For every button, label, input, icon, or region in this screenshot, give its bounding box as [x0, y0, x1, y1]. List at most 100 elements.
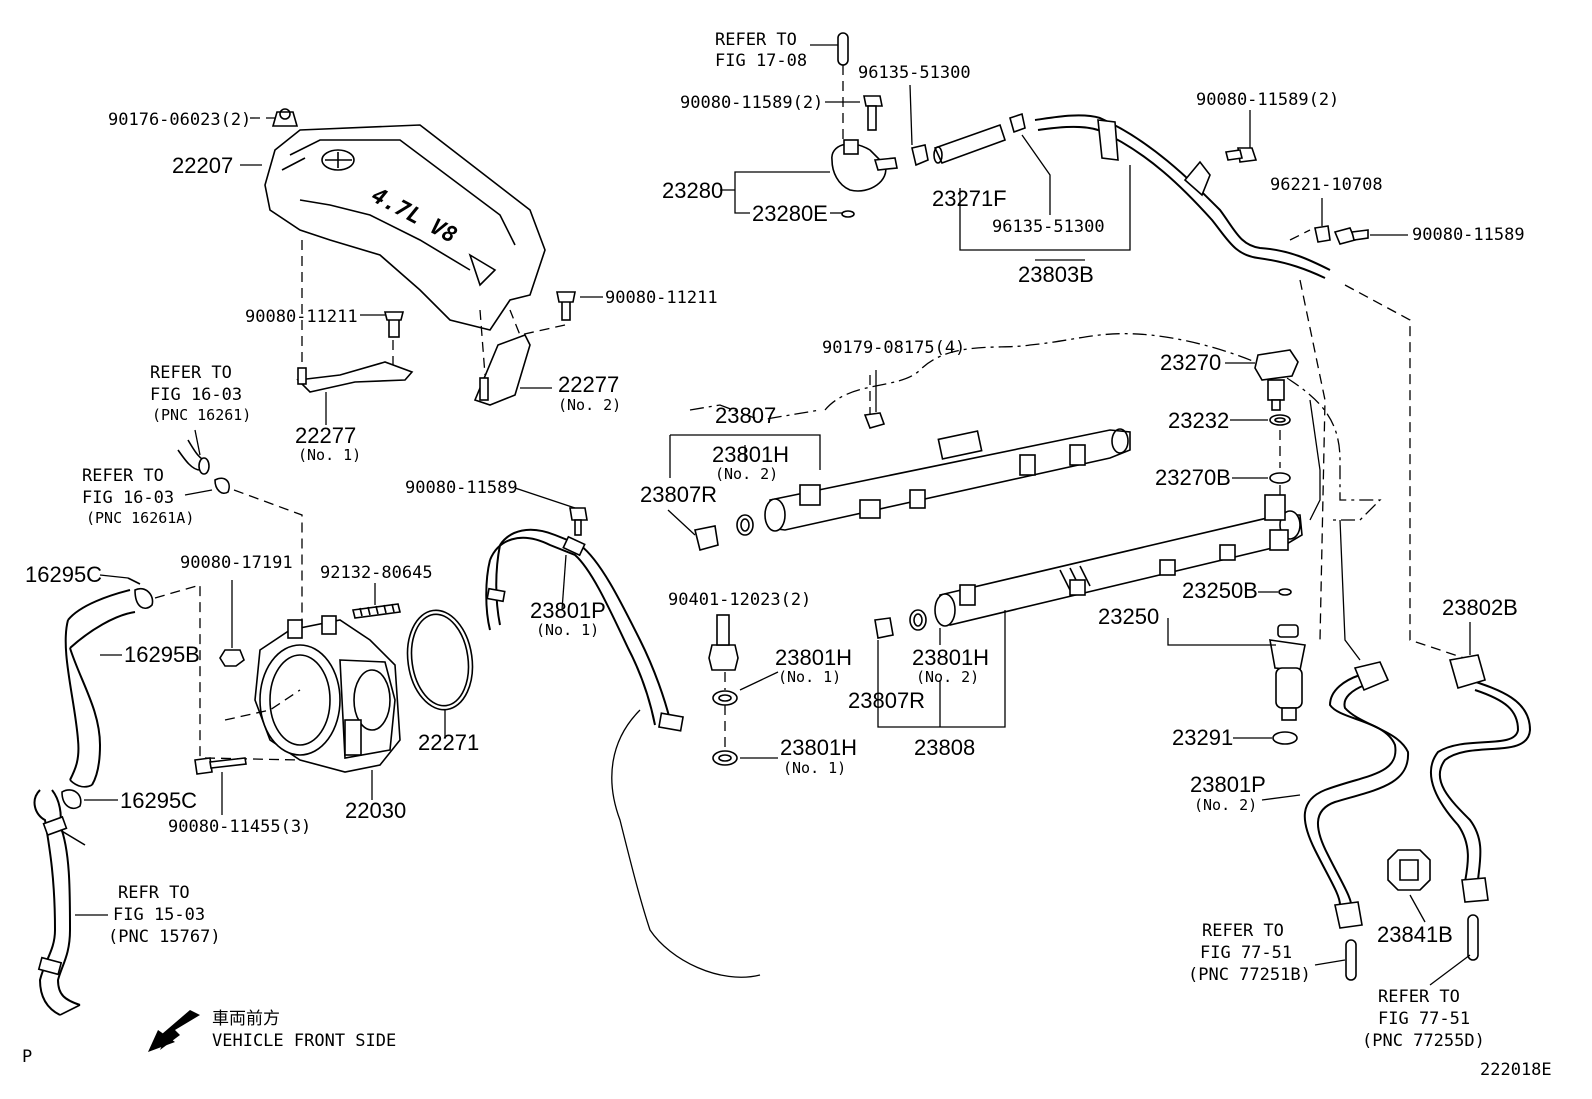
label-23808: 23808: [914, 735, 975, 760]
refer-77-51-b-line3: (PNC 77255D): [1362, 1031, 1485, 1051]
bolt-90080-11589-c-icon: [1333, 227, 1369, 245]
label-90080-11211-a: 90080-11211: [245, 307, 358, 327]
oring-23801H-a: [736, 514, 754, 536]
front-label-jp: 車両前方: [212, 1009, 280, 1029]
label-23801P-no2: 23801P: [1190, 772, 1266, 797]
label-22277-no1: 22277: [295, 423, 356, 448]
pipe-23801P-no1: [485, 528, 684, 732]
refer-16-03-b-line2: FIG 16-03: [82, 488, 174, 508]
pipe-77251B-icon: [1345, 939, 1357, 981]
bolt-90080-11589-d-icon: [569, 507, 588, 536]
label-90080-11589-c: 90080-11589: [1412, 225, 1525, 245]
refr-15-03-line3: (PNC 15767): [108, 927, 221, 947]
refer-17-08-line1: REFER TO: [715, 30, 797, 50]
hose-23271F: [933, 123, 1007, 165]
refr-15-03-line1: REFR TO: [118, 883, 190, 903]
diagram-id: 222018E: [1480, 1060, 1552, 1080]
label-23270B: 23270B: [1155, 465, 1231, 490]
hose-15767: [33, 789, 86, 1016]
bracket-22277-no1: [296, 311, 414, 393]
label-23801H-b-sub: (No. 1): [778, 668, 841, 686]
label-23280E: 23280E: [752, 201, 828, 226]
label-23232: 23232: [1168, 408, 1229, 433]
refer-17-08-line2: FIG 17-08: [715, 51, 807, 71]
label-23807: 23807: [715, 403, 776, 428]
label-22271: 22271: [418, 730, 479, 755]
label-23801P-no1-sub: (No. 1): [536, 621, 599, 639]
stud-92132-icon: [352, 603, 401, 619]
label-23291: 23291: [1172, 725, 1233, 750]
label-23801P-no1: 23801P: [530, 598, 606, 623]
pipe-23803B: [1034, 114, 1331, 279]
pipe-17-08-icon: [837, 32, 849, 66]
refer-16-03-a-line3: (PNC 16261): [152, 406, 251, 424]
refer-16-03-b-line3: (PNC 16261A): [86, 509, 194, 527]
gasket-23801H-c: [712, 750, 738, 766]
label-23801H-a-sub: (No. 2): [715, 465, 778, 483]
refer-77-51-a-line2: FIG 77-51: [1200, 943, 1292, 963]
bolt-90080-11589-top-icon: [863, 95, 883, 131]
label-23802B: 23802B: [1442, 595, 1518, 620]
label-22207: 22207: [172, 153, 233, 178]
label-96221: 96221-10708: [1270, 175, 1383, 195]
clip-96221-icon: [1314, 225, 1331, 243]
fuel-rail-23808: [934, 494, 1303, 627]
refer-77-51-b-line2: FIG 77-51: [1378, 1009, 1470, 1029]
hose-16295B: [64, 589, 136, 788]
refer-16-03-a-line1: REFER TO: [150, 363, 232, 383]
oring-23801H-d: [909, 609, 927, 631]
label-23801H-a: 23801H: [712, 442, 789, 467]
label-22030: 22030: [345, 798, 406, 823]
clip-96135-a: [911, 144, 929, 167]
gasket-22271: [406, 609, 474, 711]
oring-23270B: [1269, 472, 1291, 484]
label-90080-11589-a: 90080-11589(2): [680, 93, 823, 113]
label-92132: 92132-80645: [320, 563, 433, 583]
clamp-16295C-bottom: [61, 789, 82, 810]
front-label-en: VEHICLE FRONT SIDE: [212, 1031, 396, 1051]
refer-16-03-b-line1: REFER TO: [82, 466, 164, 486]
corner-p-label: P: [22, 1047, 32, 1067]
refr-15-03-line2: FIG 15-03: [113, 905, 205, 925]
bolt-90401-icon: [708, 614, 739, 671]
bolt-90080-11455-icon: [194, 757, 247, 775]
label-23803B: 23803B: [1018, 262, 1094, 287]
label-23807R-a: 23807R: [640, 482, 717, 507]
bolt-90080-11589-right-icon: [1225, 147, 1258, 163]
label-90080-11589-d: 90080-11589: [405, 478, 518, 498]
bolt-90080-17191-icon: [219, 649, 245, 667]
label-22277-no1-sub: (No. 1): [298, 446, 361, 464]
engine-cover-22207: 4.7L V8: [264, 124, 546, 331]
label-23250: 23250: [1098, 604, 1159, 629]
label-23271F: 23271F: [932, 186, 1007, 211]
regulator-23270: [1254, 349, 1299, 411]
label-90080-11211-b: 90080-11211: [605, 288, 718, 308]
label-22277-no2-sub: (No. 2): [558, 396, 621, 414]
label-90176: 90176-06023(2): [108, 110, 251, 130]
label-23801H-b: 23801H: [775, 645, 852, 670]
refer-77-51-a-line3: (PNC 77251B): [1188, 965, 1311, 985]
label-90179: 90179-08175(4): [822, 338, 965, 358]
label-23801H-c: 23801H: [780, 735, 857, 760]
label-23841B: 23841B: [1377, 922, 1453, 947]
plug-23807R-a: [694, 525, 719, 551]
label-16295C-b: 16295C: [120, 788, 197, 813]
hose-16261: [177, 439, 230, 495]
label-23807R-b: 23807R: [848, 688, 925, 713]
label-23801H-d: 23801H: [912, 645, 989, 670]
throttle-body-22030: [254, 615, 401, 773]
label-23801H-d-sub: (No. 2): [916, 668, 979, 686]
bracket-22277-no2: [473, 291, 576, 406]
engine-outline: [824, 333, 1382, 521]
clamp-23841B: [1387, 849, 1431, 891]
label-23801P-no2-sub: (No. 2): [1194, 796, 1257, 814]
oring-23232: [1269, 414, 1291, 426]
gasket-23801H-b: [712, 690, 738, 706]
label-96135-b: 96135-51300: [992, 217, 1105, 237]
nut-90176-icon: [271, 108, 299, 127]
refer-77-51-a-line1: REFER TO: [1202, 921, 1284, 941]
plug-23807R-b: [874, 617, 894, 639]
refer-77-51-b-line1: REFER TO: [1378, 987, 1460, 1007]
label-23250B: 23250B: [1182, 578, 1258, 603]
label-23801H-c-sub: (No. 1): [783, 759, 846, 777]
